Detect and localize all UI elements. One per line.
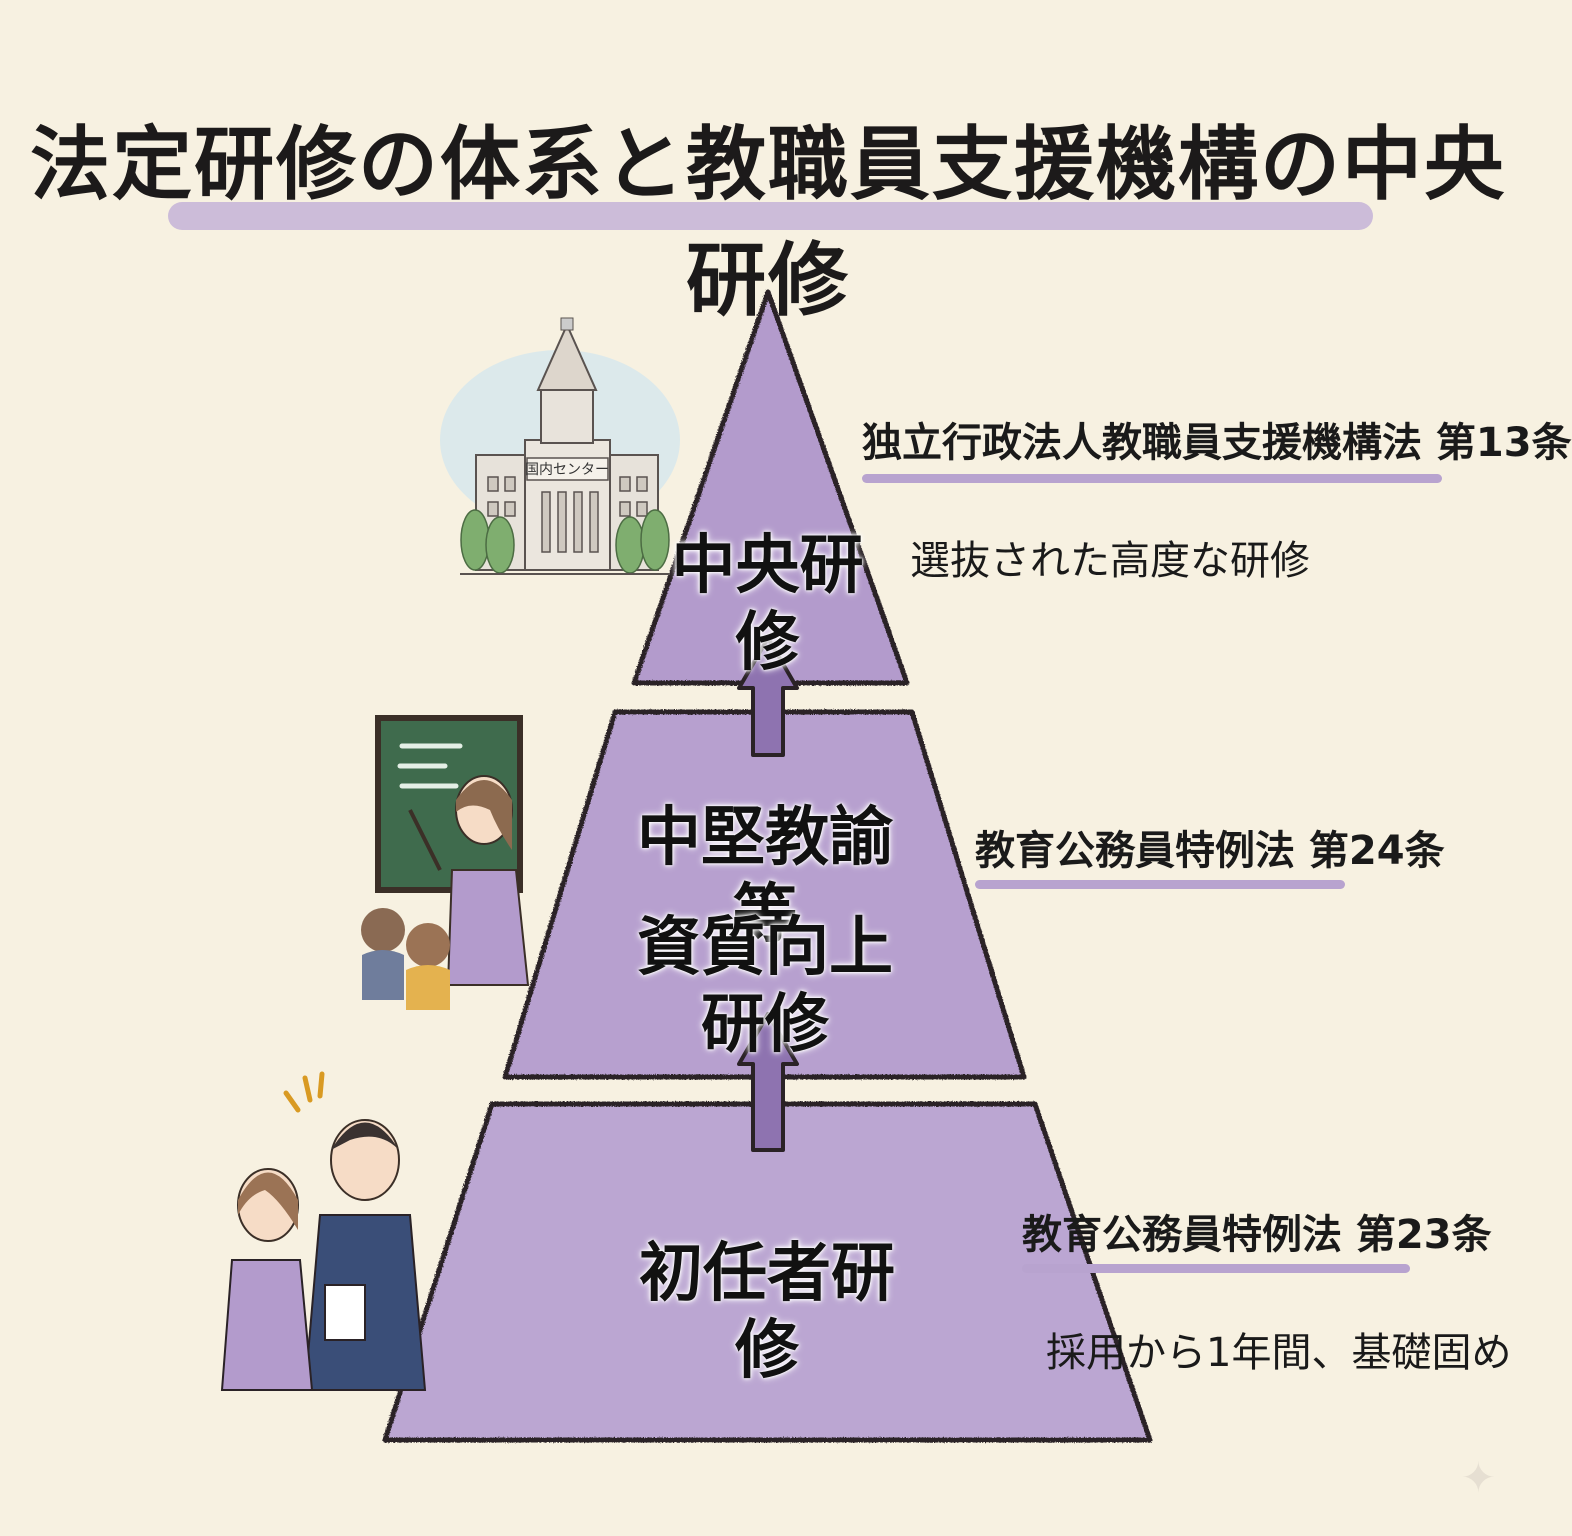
desc-new-teacher: 採用から1年間、基礎固め bbox=[1046, 1330, 1512, 1376]
tier-label-midcareer-line1: 中堅教諭等 bbox=[637, 801, 893, 952]
up-arrow-icon bbox=[737, 636, 799, 757]
mentor-new-teacher-icon bbox=[220, 1071, 427, 1391]
law-central-underline bbox=[862, 474, 1442, 483]
pyramid-tier-middle bbox=[502, 709, 1027, 1080]
law-central: 独立行政法人教職員支援機構法 第13条 bbox=[862, 420, 1572, 466]
law-midcareer-underline bbox=[975, 880, 1345, 889]
capitol-building-icon: 国内センター bbox=[440, 317, 680, 575]
up-arrow-icon bbox=[737, 1012, 799, 1152]
desc-central: 選抜された高度な研修 bbox=[910, 538, 1310, 584]
diagram-canvas: 法定研修の体系と教職員支援機構の中央研修 bbox=[30, 118, 1572, 1502]
teacher-blackboard-icon bbox=[361, 715, 530, 1010]
tier-label-midcareer-line2: 資質向上研修 bbox=[637, 911, 893, 1062]
building-sign: 国内センター bbox=[525, 462, 609, 478]
tier-label-new-teacher: 初任者研修 bbox=[639, 1237, 895, 1388]
sparkle-icon: ✦ bbox=[1460, 1453, 1496, 1502]
title-underline bbox=[168, 202, 1373, 230]
tier-label-central: 中央研修 bbox=[671, 529, 864, 680]
law-midcareer: 教育公務員特例法 第24条 bbox=[975, 828, 1445, 874]
law-new-teacher: 教育公務員特例法 第23条 bbox=[1022, 1212, 1492, 1258]
law-new-teacher-underline bbox=[1022, 1264, 1410, 1273]
page-title: 法定研修の体系と教職員支援機構の中央研修 bbox=[30, 118, 1506, 327]
pyramid-diagram: 国内センター bbox=[220, 289, 1153, 1443]
